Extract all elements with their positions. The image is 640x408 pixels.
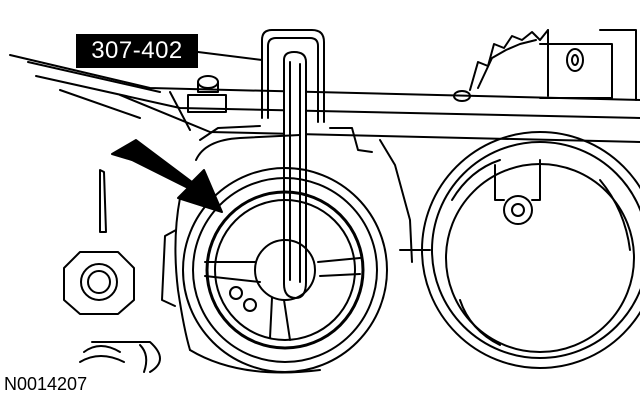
camshaft-bore (400, 132, 640, 368)
crankshaft-seal (183, 168, 387, 372)
arrow-pointer-icon (112, 140, 222, 212)
figure-id: N0014207 (4, 374, 88, 394)
side-dowel (100, 170, 106, 232)
special-tool-307-402 (262, 30, 324, 298)
callout-leader-line (198, 52, 262, 60)
timing-gear (470, 30, 548, 96)
upper-bracket (10, 55, 640, 142)
engine-block-housing (162, 126, 412, 373)
lower-threaded-part (80, 342, 160, 372)
bracket-bolt-right (454, 91, 470, 101)
hex-nut (64, 252, 134, 314)
right-bracket-plate (540, 30, 636, 100)
tool-callout-label: 307-402 (76, 34, 198, 68)
bracket-bolt-left (188, 76, 226, 112)
